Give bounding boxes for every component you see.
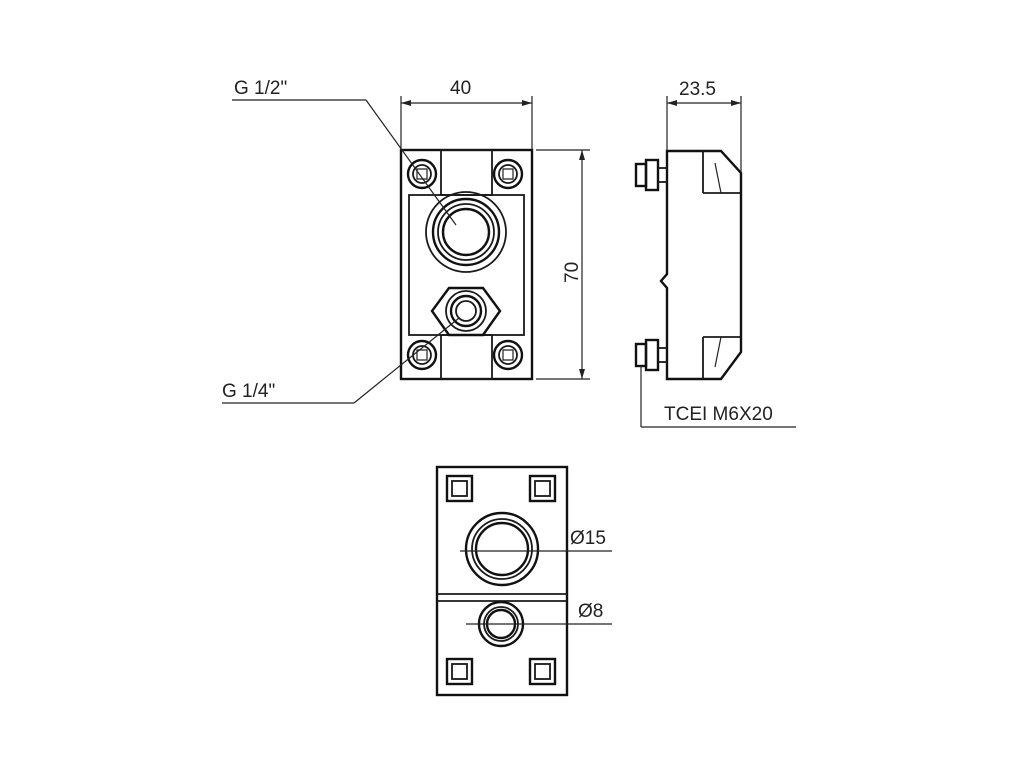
large-port [425,191,507,273]
bottom-screw-top-left [445,474,474,503]
bottom-screw-top-right [528,474,557,503]
dim-depth-23-5 [666,96,742,173]
dim-height-70 [536,149,590,380]
front-top-tab [440,149,493,196]
small-thread-label: G 1/4" [222,381,275,402]
small-port [430,286,502,337]
dim-depth-label: 23.5 [679,79,716,100]
front-view: 40 70 G 1/2" G 1/4" [222,78,590,404]
small-bore-label: Ø8 [578,601,603,622]
screw-spec-label: TCEI M6X20 [664,404,773,425]
bottom-screw-bottom-right [528,657,557,686]
side-view: 23.5 TCEI M6X20 [634,79,796,428]
dim-width-40 [400,96,533,150]
bottom-view: Ø15 Ø8 [435,465,612,697]
bottom-large-bore [464,511,540,587]
large-bore-label: Ø15 [570,528,606,549]
leader-large-thread [232,99,457,226]
leader-screw-spec [640,366,796,428]
front-screw-bottom-left [406,339,438,371]
dim-height-label: 70 [562,262,583,283]
front-screw-top-right [492,158,524,190]
front-bottom-tab [440,334,493,380]
leader-small-thread [222,317,460,404]
large-thread-label: G 1/2" [234,78,287,99]
dim-width-label: 40 [450,78,471,99]
side-screw-bottom [634,338,667,372]
bottom-screw-bottom-left [445,657,474,686]
front-screw-top-left [406,158,438,190]
side-screw-top [634,158,667,192]
side-body-outline [659,149,743,381]
front-screw-bottom-right [492,339,524,371]
bottom-plate-outline [435,465,569,697]
